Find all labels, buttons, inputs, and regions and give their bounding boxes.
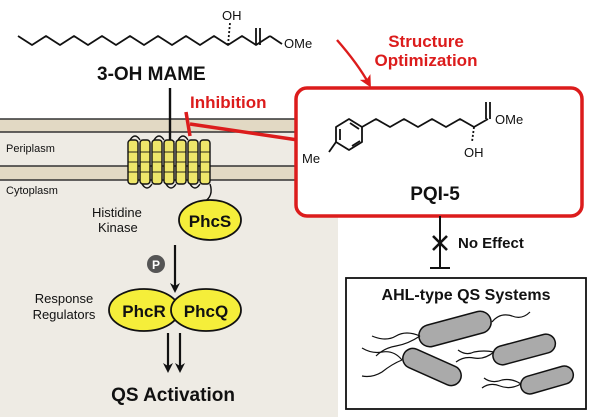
structure-opt-line2: Optimization [375, 51, 478, 70]
phcs-label: PhcS [189, 212, 232, 231]
bacterium-2 [402, 347, 462, 387]
bacterium-4 [519, 365, 575, 395]
phcq-protein [170, 288, 242, 332]
kinase-label-line2: Kinase [98, 220, 138, 235]
mame-ester-label: OMe [284, 36, 312, 51]
phospho-badge [147, 255, 165, 273]
phcr-label: PhcR [122, 302, 165, 321]
no-effect-cross [432, 235, 448, 251]
helix-stripes [128, 151, 210, 173]
qs-activation-label: QS Activation [111, 385, 235, 406]
cytoplasm-region [0, 168, 338, 417]
optimization-arrow [336, 39, 371, 88]
kinase-label-line1: Histidine [92, 205, 142, 220]
mame-oh-label: OH [222, 8, 242, 23]
pqi5-structure [328, 102, 491, 153]
phospho-label: P [152, 258, 160, 272]
ahl-title: AHL-type QS Systems [382, 287, 551, 304]
flagella [361, 311, 531, 389]
phcq-label: PhcQ [184, 302, 228, 321]
inhibition-line [189, 122, 299, 142]
structure-opt-line1: Structure [388, 32, 464, 51]
cytoplasm-label: Cytoplasm [6, 185, 58, 197]
rr-label-line1: Response [35, 291, 94, 306]
mame-name: 3-OH MAME [97, 64, 206, 85]
inhibition-bar [184, 111, 192, 137]
bacterium-3 [492, 333, 557, 366]
pqi5-me-label: Me [302, 151, 320, 166]
bacteria-group [361, 310, 575, 395]
rr-label-line2: Regulators [33, 307, 96, 322]
bacterium-1 [418, 310, 492, 348]
no-effect-label: No Effect [458, 235, 524, 252]
inhibition-label: Inhibition [190, 93, 266, 112]
pqi5-ester-label: OMe [495, 112, 523, 127]
phcs-protein [178, 199, 242, 241]
pqi5-name: PQI-5 [410, 184, 460, 205]
periplasm-label: Periplasm [6, 143, 55, 155]
pqi5-oh-label: OH [464, 145, 484, 160]
mame-structure [17, 22, 283, 46]
